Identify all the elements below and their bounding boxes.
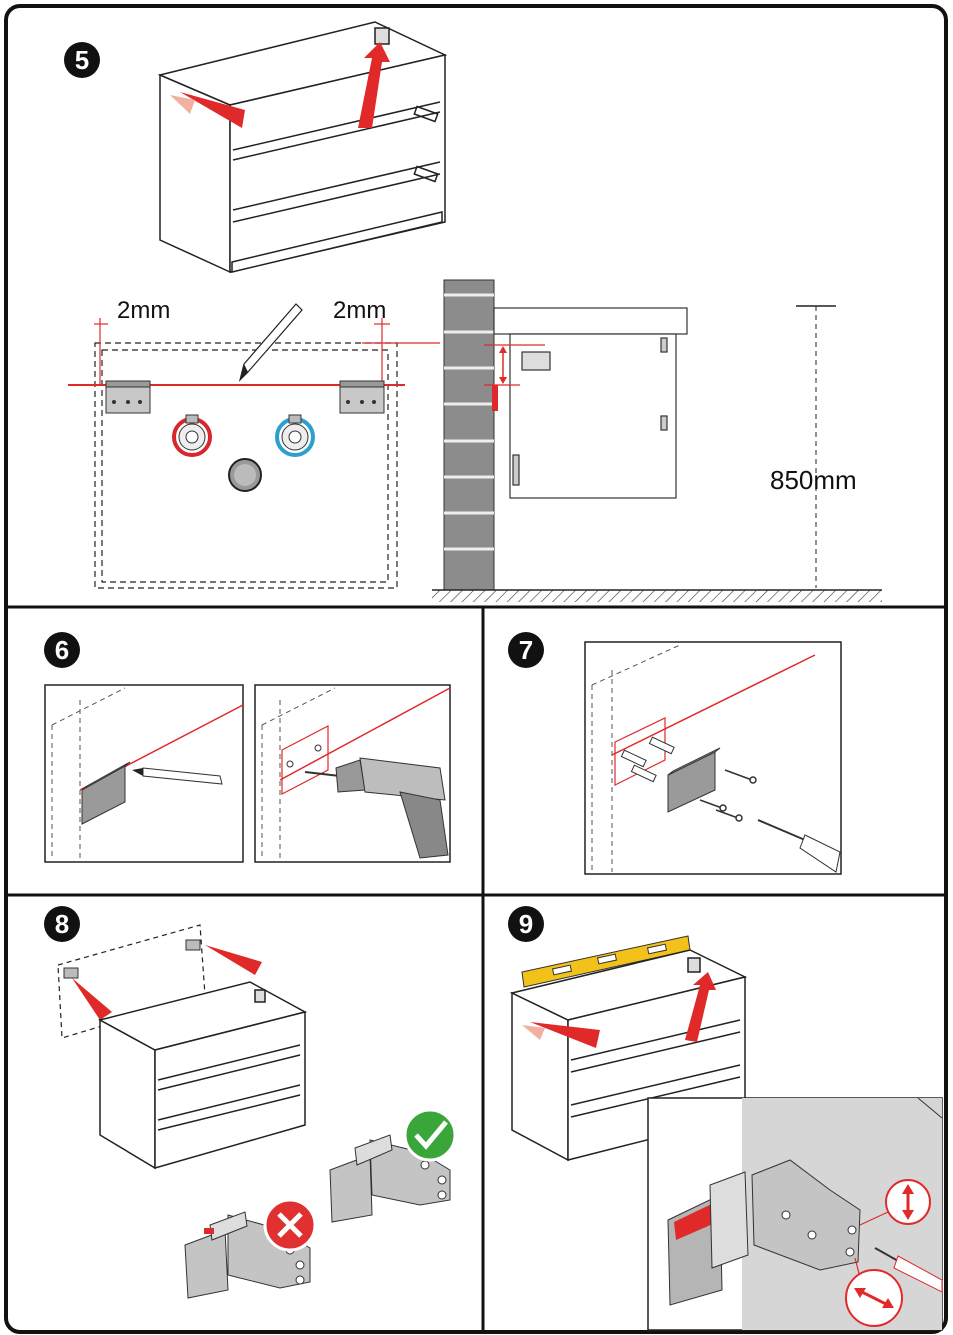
step9-arrow-up — [685, 972, 716, 1042]
step8-wrong-mark — [204, 1228, 214, 1234]
step5-side-dimension-arrow-down — [499, 377, 507, 384]
height-label: 850mm — [770, 465, 857, 495]
step8-arrow-left — [72, 978, 112, 1020]
step5-wall-section — [443, 279, 495, 591]
step9-arrow-pull — [530, 1022, 600, 1048]
step8-hanger-wrong — [184, 1211, 311, 1299]
step7-bracket-lip — [667, 747, 721, 776]
step8-cabinet — [97, 981, 308, 1170]
step-7-badge: 7 — [508, 632, 544, 668]
step5-pencil-icon — [238, 303, 303, 382]
step5-template-outer — [94, 342, 398, 589]
step5-cold-valve-icon — [275, 414, 315, 457]
step7-screws — [699, 769, 757, 822]
step7-anchors — [620, 736, 675, 783]
step5-cabinet — [157, 21, 448, 274]
gap-left-label: 2mm — [117, 297, 171, 324]
step6-panel-left — [44, 684, 244, 863]
step9-arrow-fade — [522, 1025, 545, 1040]
step8-clip-right — [185, 939, 201, 951]
step9-vertical-adjust-icon — [885, 1179, 931, 1225]
step7-screwdriver-icon — [757, 819, 841, 873]
step8-hanger-correct — [329, 1134, 451, 1223]
step5-template-inner — [101, 349, 389, 583]
step8-arrow-right — [205, 945, 262, 975]
step9-screwdriver-icon — [874, 1247, 943, 1293]
step5-side-dimension-arrow-up — [499, 346, 507, 353]
step5-arrow-pull — [180, 92, 245, 128]
step-8-badge: 8 — [44, 906, 80, 942]
step5-hot-valve-icon — [172, 414, 212, 457]
step5-cabinet-side — [493, 307, 688, 499]
step5-bracket-right — [339, 380, 385, 414]
step8-ok-badge — [403, 1108, 457, 1162]
gap-right-label: 2mm — [333, 297, 387, 324]
step6-pencil-icon — [132, 767, 223, 785]
outer-frame — [4, 4, 948, 1334]
step-5-badge: 5 — [64, 42, 100, 78]
step5-side-bracket — [492, 385, 498, 411]
step8-error-badge — [263, 1198, 317, 1252]
step-9-badge: 9 — [508, 906, 544, 942]
step7-panel — [584, 641, 842, 875]
step5-floor — [432, 590, 882, 602]
step-6-badge: 6 — [44, 632, 80, 668]
step5-arrow-up — [358, 42, 390, 128]
step5-arrow-fade — [170, 95, 195, 114]
step6-drill-icon — [304, 757, 449, 859]
step9-depth-adjust-icon — [845, 1269, 903, 1327]
step6-panel-right — [254, 684, 451, 863]
step8-clip-left — [63, 967, 79, 979]
step5-drain-icon — [228, 458, 262, 492]
step5-bracket-left — [105, 380, 151, 414]
